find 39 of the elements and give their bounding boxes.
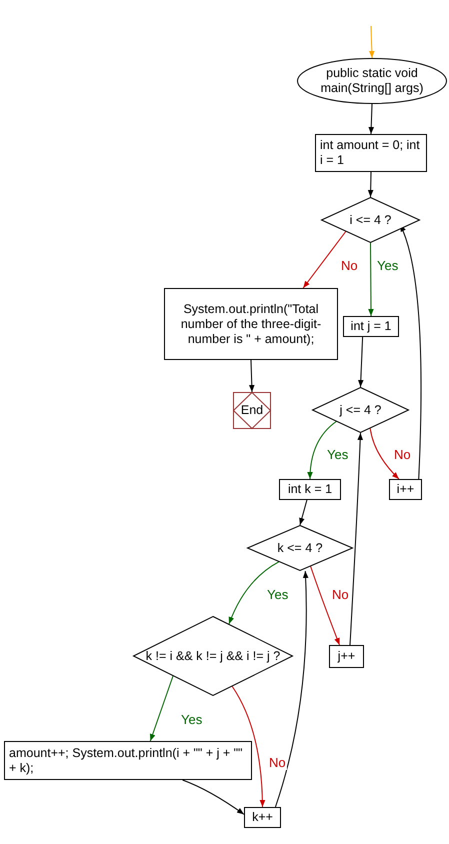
edge-label: Yes <box>376 258 400 273</box>
arrow <box>307 421 337 480</box>
arrow <box>350 432 363 646</box>
arrow <box>358 336 364 388</box>
process-box: int k = 1 <box>279 479 341 500</box>
edge-label: No <box>331 587 350 602</box>
edge-label: No <box>268 755 287 770</box>
process-box: i++ <box>389 479 422 500</box>
arrow <box>228 561 280 624</box>
process-box: k++ <box>244 807 281 828</box>
arrow <box>368 242 374 316</box>
decision-diamond: j <= 4 ? <box>312 387 409 433</box>
arrow <box>248 360 255 392</box>
arrow <box>302 231 346 288</box>
process-box: System.out.println("Total number of the three-digit-number is " + amount); <box>164 288 338 360</box>
arrow <box>182 780 244 815</box>
arrow <box>370 428 400 480</box>
start-ellipse: public static void main(String[] args) <box>297 58 447 104</box>
arrow <box>310 566 340 646</box>
arrow <box>368 26 375 58</box>
edge-label: Yes <box>180 712 204 727</box>
process-box: j++ <box>329 645 364 668</box>
arrow <box>232 686 266 808</box>
decision-diamond: i <= 4 ? <box>321 197 420 243</box>
arrow <box>368 172 374 198</box>
process-box: amount++; System.out.println(i + "" + j + "" + k); <box>4 741 252 780</box>
arrow <box>150 676 174 742</box>
arrow <box>368 104 374 134</box>
edge-label: Yes <box>266 587 290 602</box>
decision-diamond: k <= 4 ? <box>247 525 353 571</box>
decision-diamond: k != i && k != j && i != j ? <box>133 616 293 696</box>
arrow <box>299 500 308 526</box>
end-terminal: End <box>233 392 271 429</box>
edge-label: No <box>393 447 412 462</box>
arrow <box>274 570 308 808</box>
process-box: int j = 1 <box>343 316 399 337</box>
process-box: int amount = 0; int i = 1 <box>315 134 427 172</box>
edge-label: No <box>340 258 359 273</box>
edge-label: Yes <box>326 447 350 462</box>
